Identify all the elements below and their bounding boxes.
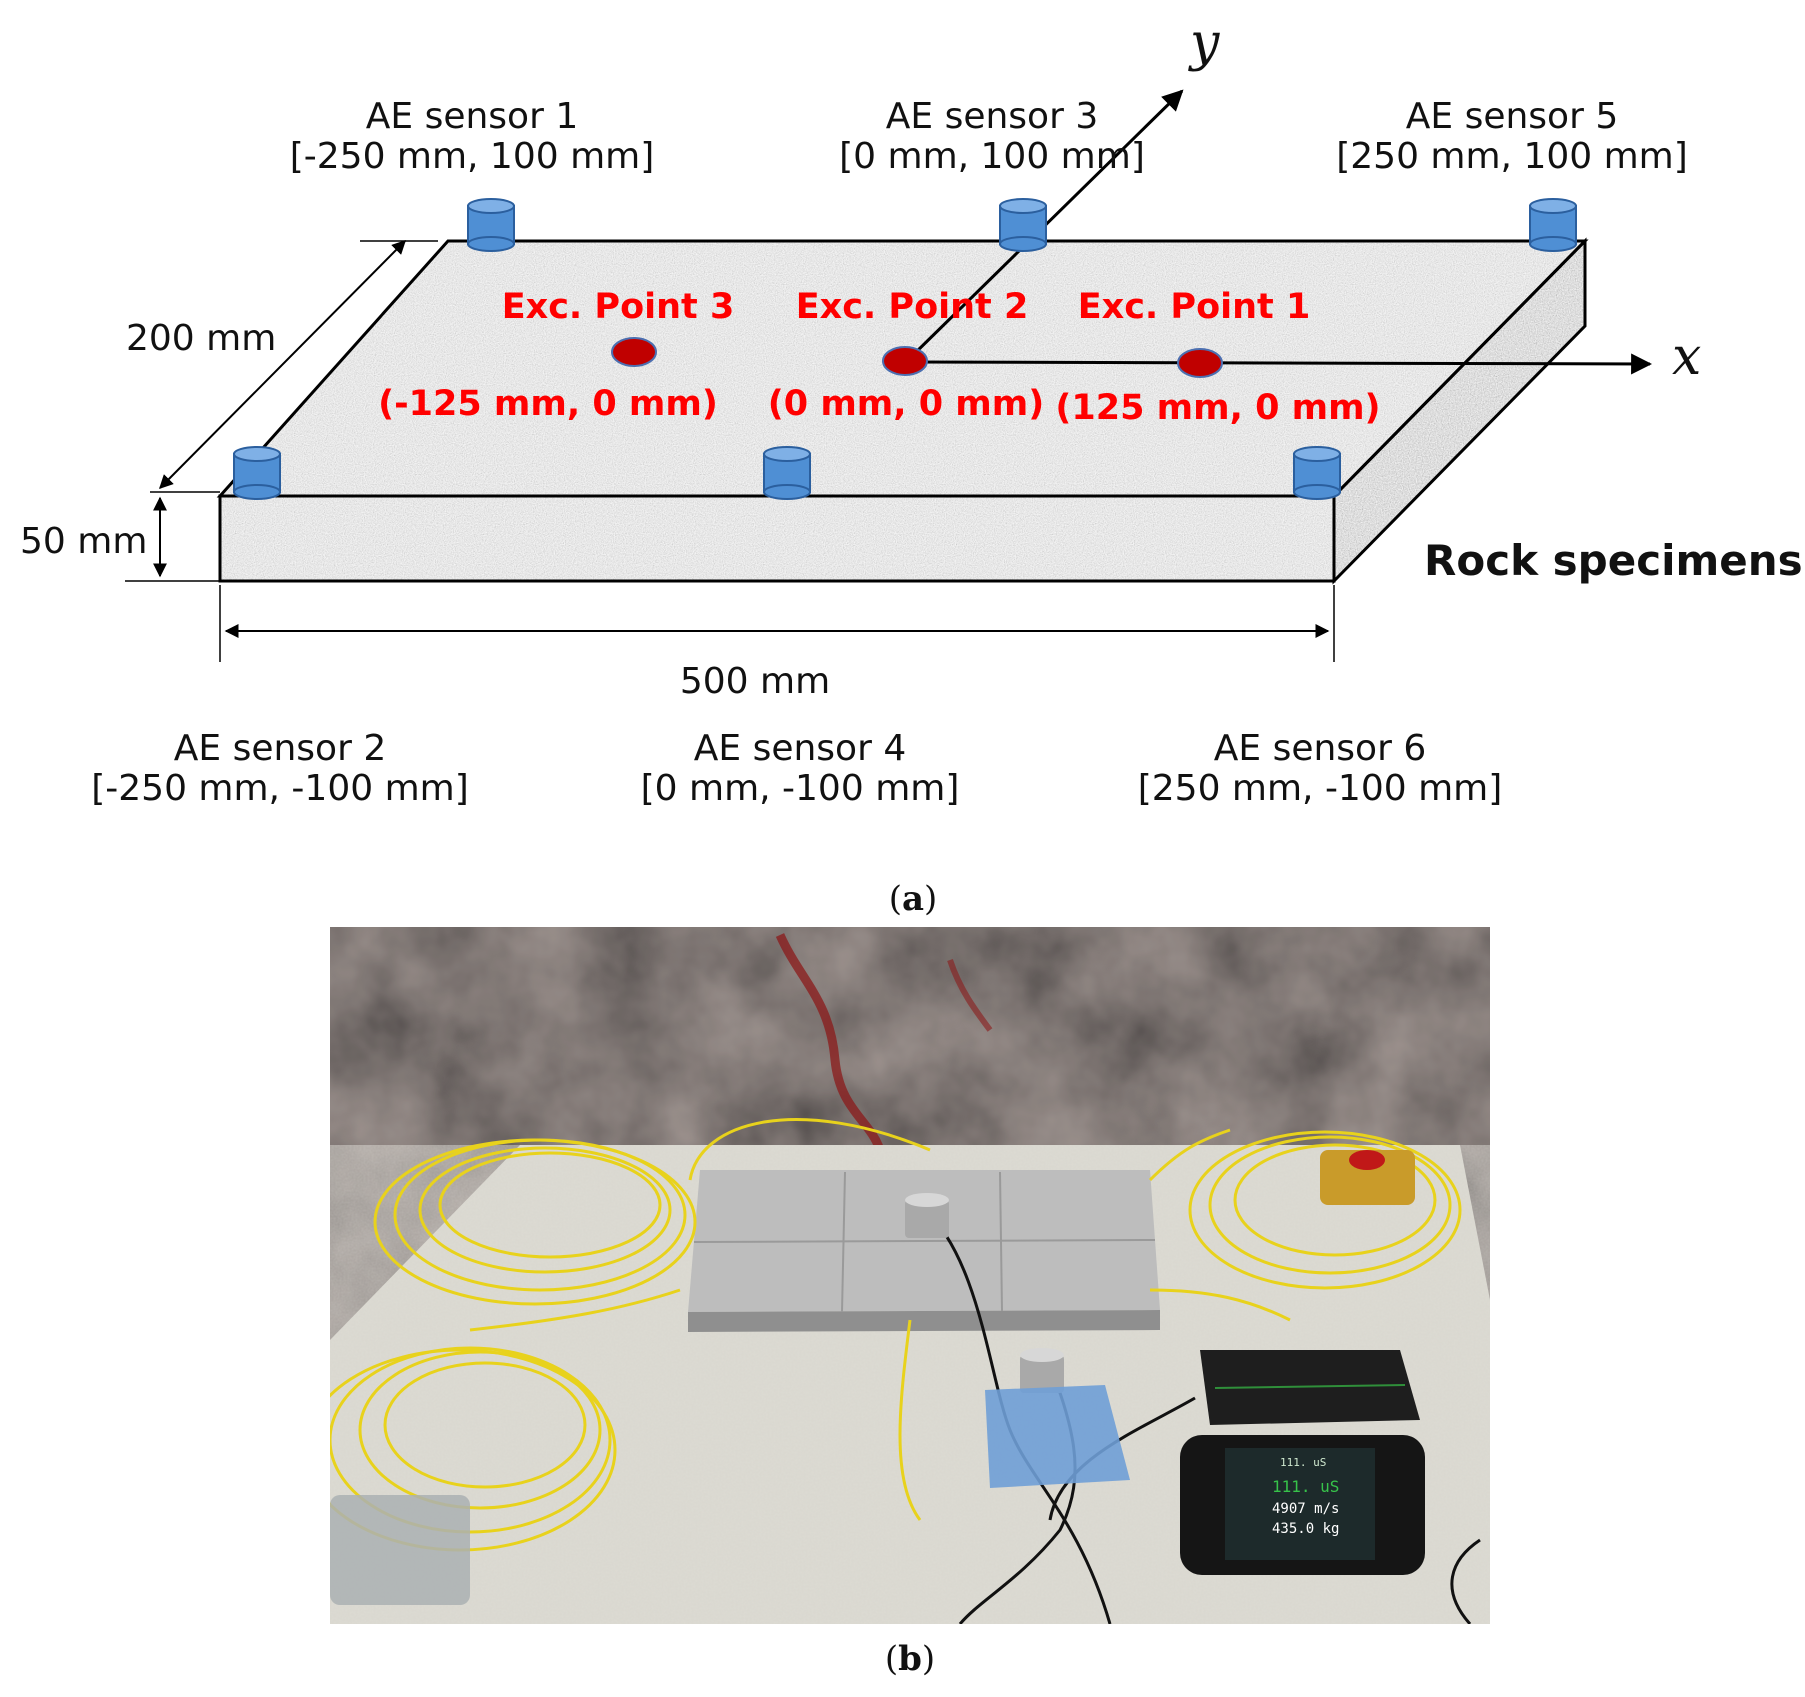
exc-point-2-coord: (0 mm, 0 mm): [768, 384, 1044, 424]
experiment-photo: [330, 927, 1490, 1624]
sensor-2-cylinder: [233, 446, 281, 500]
dimension-length: 500 mm: [219, 585, 1335, 702]
exc-point-2-marker: [882, 346, 928, 376]
sensor-1-coord: [-250 mm, 100 mm]: [290, 136, 655, 177]
caption-b: (b): [885, 1639, 935, 1679]
x-axis-line: [909, 353, 1653, 375]
dimension-height: 50 mm: [20, 496, 220, 582]
sensor-4-coord: [0 mm, -100 mm]: [641, 768, 960, 809]
sensor-6-cylinder: [1293, 446, 1341, 500]
exc-point-1-marker: [1177, 348, 1223, 378]
dimension-depth: 200 mm: [126, 240, 438, 493]
sensor-6-coord: [250 mm, -100 mm]: [1138, 768, 1503, 809]
exc-point-3-coord: (-125 mm, 0 mm): [378, 384, 718, 424]
screen-reading-3: 4907 m/s: [1272, 1501, 1339, 1517]
sensor-4-name: AE sensor 4: [694, 728, 906, 769]
sensor-1-cylinder: [467, 198, 515, 252]
screen-reading-1: 111. uS: [1280, 1456, 1326, 1469]
specimen-block: [216, 237, 1589, 585]
y-axis-label: y: [1188, 13, 1220, 73]
dimension-height-label: 50 mm: [20, 521, 147, 562]
exc-point-3-name: Exc. Point 3: [502, 287, 735, 327]
sensor-5-coord: [250 mm, 100 mm]: [1336, 136, 1688, 177]
exc-point-1-coord: (125 mm, 0 mm): [1055, 388, 1380, 428]
sensor-4-cylinder: [763, 446, 811, 500]
dimension-depth-label: 200 mm: [126, 318, 276, 359]
sensor-3-name: AE sensor 3: [886, 96, 1098, 137]
sensor-3-cylinder: [999, 198, 1047, 252]
sensor-2-name: AE sensor 2: [174, 728, 386, 769]
sensor-2-coord: [-250 mm, -100 mm]: [91, 768, 469, 809]
dimension-length-label: 500 mm: [680, 661, 830, 702]
x-axis-label: x: [1672, 327, 1701, 387]
sensor-6-name: AE sensor 6: [1214, 728, 1426, 769]
sensor-3-coord: [0 mm, 100 mm]: [839, 136, 1145, 177]
specimen-label: Rock specimens: [1424, 536, 1803, 585]
screen-reading-2: 111. uS: [1272, 1477, 1339, 1496]
screen-reading-4: 435.0 kg: [1272, 1521, 1339, 1537]
exc-point-3-marker: [611, 337, 657, 367]
sensor-5-cylinder: [1529, 198, 1577, 252]
caption-a: (a): [889, 879, 938, 919]
sensor-5-name: AE sensor 5: [1406, 96, 1618, 137]
sensor-1-name: AE sensor 1: [366, 96, 578, 137]
exc-point-2-name: Exc. Point 2: [796, 287, 1029, 327]
exc-point-1-name: Exc. Point 1: [1078, 287, 1311, 327]
